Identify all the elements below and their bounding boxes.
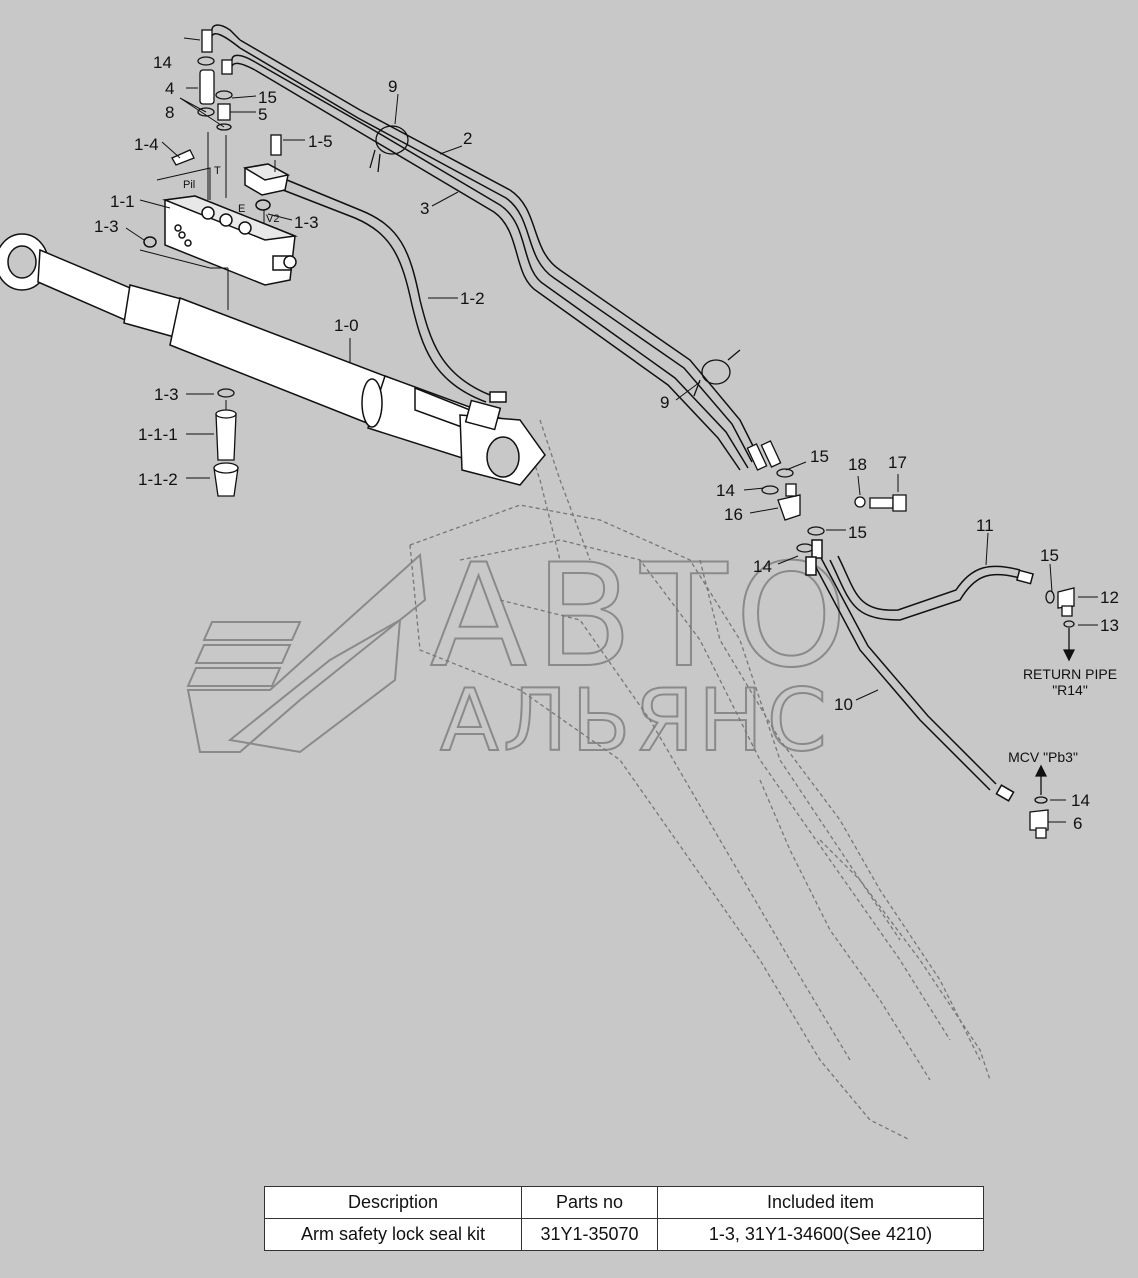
callout-1-1-2: 1-1-2 xyxy=(138,470,178,489)
callout-13: 13 xyxy=(1100,616,1119,635)
callout-15c: 15 xyxy=(848,523,867,542)
callout-1-1: 1-1 xyxy=(110,192,135,211)
safety-valve-block xyxy=(143,163,298,286)
callout-labels: 14 4 15 8 5 1-4 1-5 1-1 1-3 1-3 1-0 1-3 … xyxy=(94,53,1119,833)
port-label-t: T xyxy=(214,165,221,177)
callout-4: 4 xyxy=(165,79,174,98)
callout-12: 12 xyxy=(1100,588,1119,607)
port-label-e: E xyxy=(238,203,245,215)
clamps xyxy=(369,125,741,397)
callout-5: 5 xyxy=(258,105,267,124)
callout-1-3c: 1-3 xyxy=(154,385,179,404)
cylinder-fittings xyxy=(213,388,239,497)
header-included-item: Included item xyxy=(657,1186,984,1219)
tee-fittings xyxy=(1029,587,1076,839)
return-pipe-note-line1: RETURN PIPE xyxy=(1023,666,1117,682)
callout-18: 18 xyxy=(848,455,867,474)
callout-8: 8 xyxy=(165,103,174,122)
callout-1-5: 1-5 xyxy=(308,132,333,151)
callout-1-2: 1-2 xyxy=(460,289,485,308)
callout-6: 6 xyxy=(1073,814,1082,833)
return-pipe-note-line2: "R14" xyxy=(1052,682,1088,698)
callout-11: 11 xyxy=(976,516,994,535)
callout-15b: 15 xyxy=(810,447,829,466)
watermark-line1: АВТО xyxy=(430,534,855,699)
callout-1-1-1: 1-1-1 xyxy=(138,425,178,444)
table-row: Arm safety lock seal kit 31Y1-35070 1-3,… xyxy=(264,1218,984,1251)
callout-1-3a: 1-3 xyxy=(94,217,119,236)
port-label-v2: V2 xyxy=(266,213,279,225)
cell-included-item: 1-3, 31Y1-34600(See 4210) xyxy=(657,1218,984,1251)
callout-16: 16 xyxy=(724,505,743,524)
hydraulic-diagram: АВТО АЛЬЯНС xyxy=(0,24,1119,1141)
hoses-10-11 xyxy=(805,539,1034,802)
cell-description: Arm safety lock seal kit xyxy=(264,1218,522,1251)
header-description: Description xyxy=(264,1186,522,1219)
callout-1-3b: 1-3 xyxy=(294,213,319,232)
watermark-line2: АЛЬЯНС xyxy=(440,671,831,771)
hose-end-fittings xyxy=(746,440,907,553)
callout-9b: 9 xyxy=(660,393,669,412)
header-parts-no: Parts no xyxy=(521,1186,658,1219)
piston-rod xyxy=(37,248,136,324)
cell-parts-no: 31Y1-35070 xyxy=(521,1218,658,1251)
port-labels: Pil T E V2 xyxy=(183,165,279,225)
callout-9a: 9 xyxy=(388,77,397,96)
boom-outline xyxy=(409,419,991,1141)
hose-1-2 xyxy=(282,179,507,403)
callout-10: 10 xyxy=(834,695,853,714)
hoses-2-3 xyxy=(211,24,761,471)
callout-15d: 15 xyxy=(1040,546,1059,565)
callout-17: 17 xyxy=(888,453,907,472)
callout-1-4: 1-4 xyxy=(134,135,159,154)
table-header-row: Description Parts no Included item xyxy=(264,1186,984,1219)
leader-lines xyxy=(125,37,1098,823)
parts-table: Description Parts no Included item Arm s… xyxy=(264,1186,984,1251)
callout-14b: 14 xyxy=(716,481,735,500)
watermark-logo-icon xyxy=(186,552,427,754)
callout-14d: 14 xyxy=(1071,791,1090,810)
watermark: АВТО АЛЬЯНС xyxy=(186,533,855,772)
notes: RETURN PIPE "R14" MCV "Pb3" xyxy=(1008,666,1117,765)
callout-14c: 14 xyxy=(753,557,772,576)
callout-2: 2 xyxy=(463,129,472,148)
callout-1-0: 1-0 xyxy=(334,316,359,335)
callout-15a: 15 xyxy=(258,88,277,107)
callout-3: 3 xyxy=(420,199,429,218)
callout-14a: 14 xyxy=(153,53,172,72)
cylinder xyxy=(0,233,546,486)
port-label-pil: Pil xyxy=(183,179,195,191)
mcv-note: MCV "Pb3" xyxy=(1008,749,1078,765)
